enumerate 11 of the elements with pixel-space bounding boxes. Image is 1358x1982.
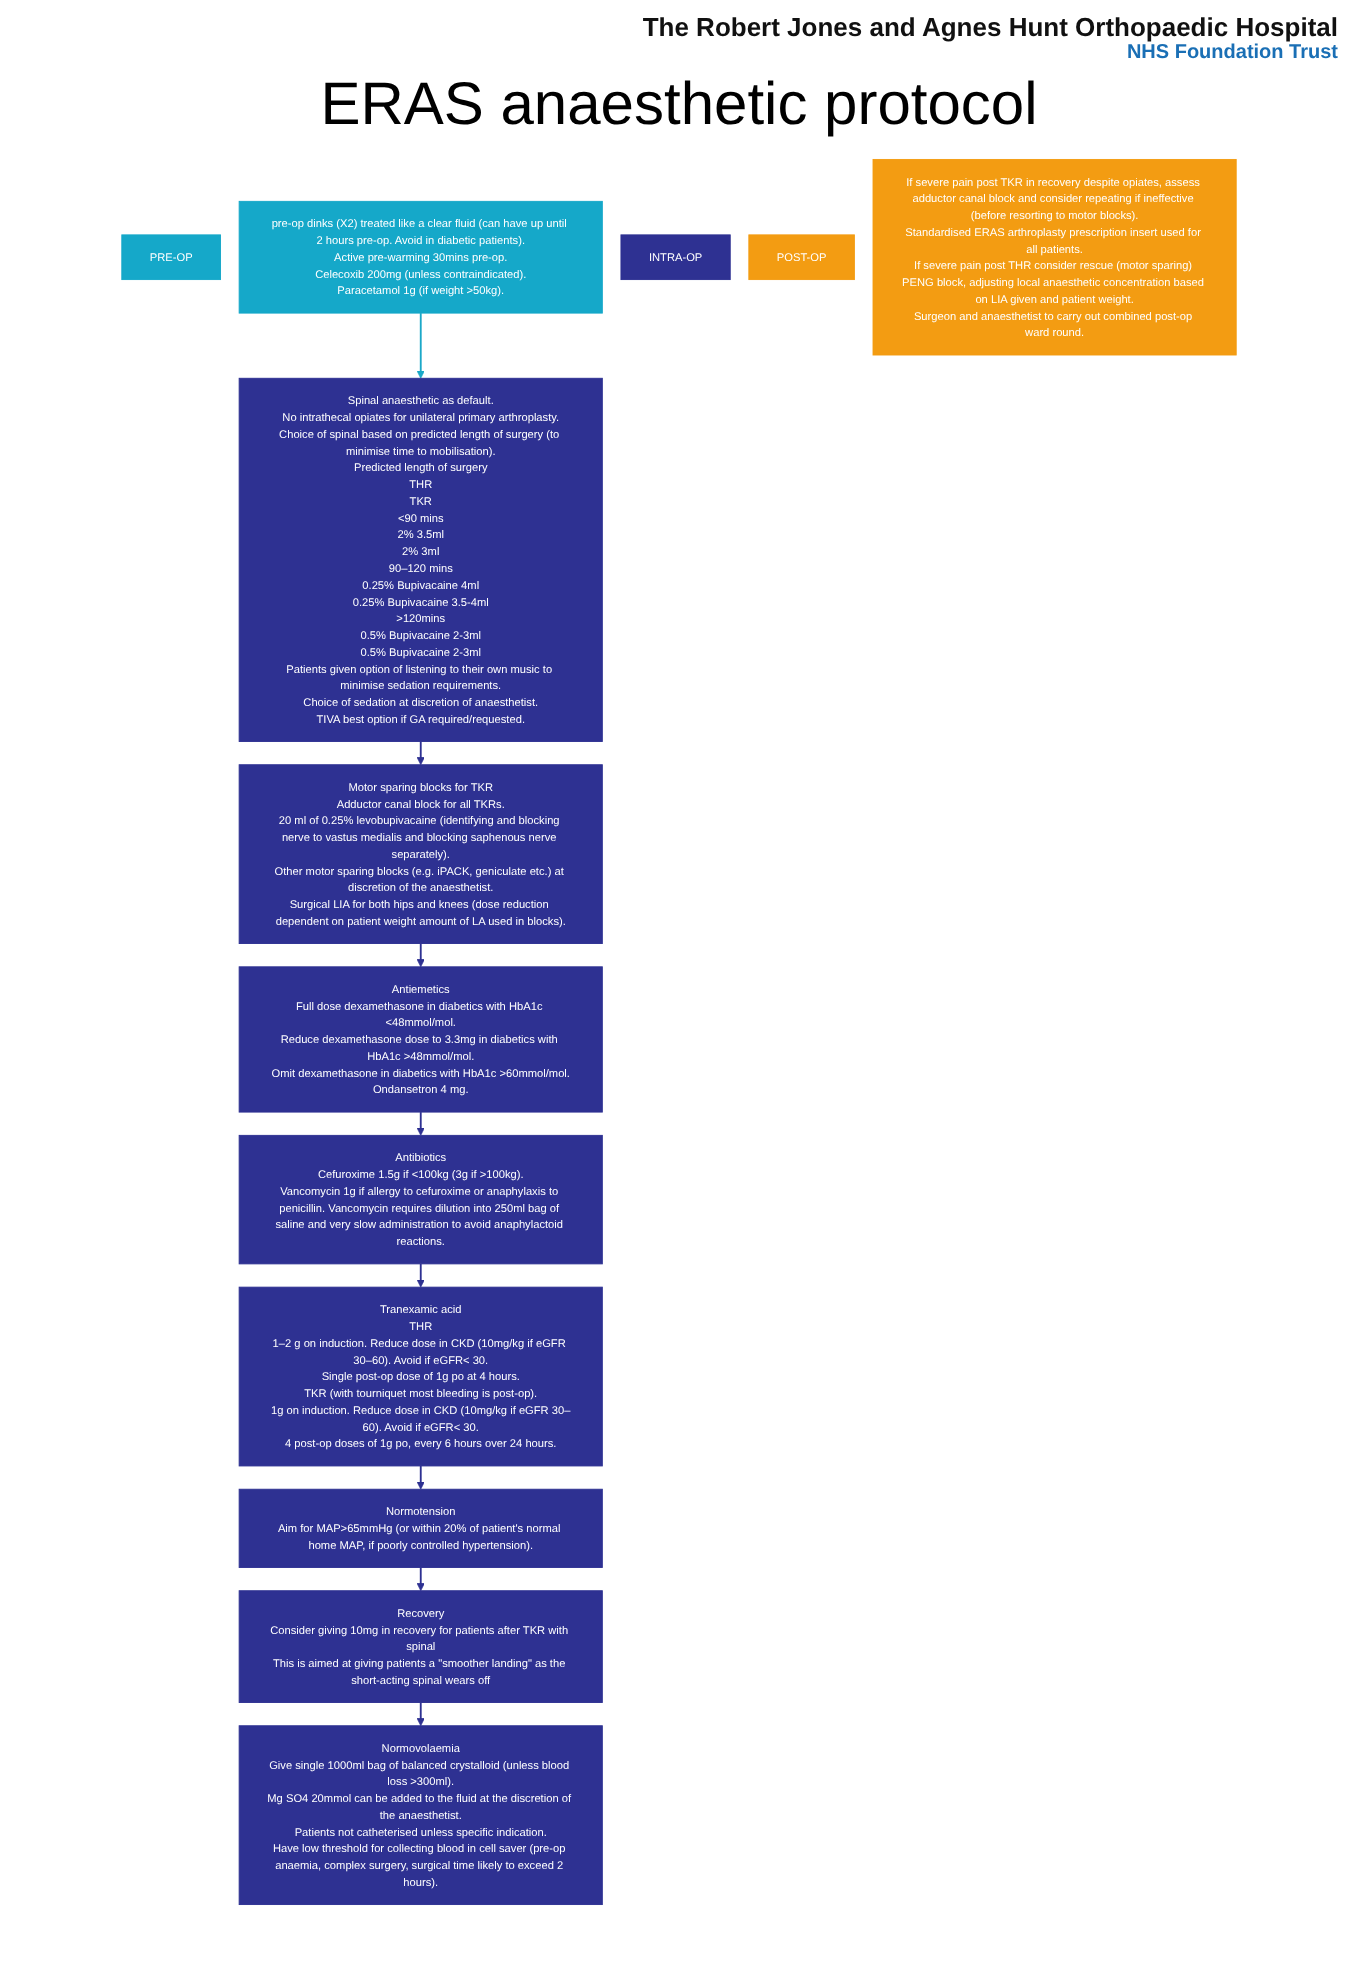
arrow — [416, 1465, 425, 1490]
arrow — [416, 312, 425, 379]
arrow — [416, 1262, 425, 1288]
arrow — [416, 1111, 425, 1136]
title: ERAS anaesthetic protocol — [318, 72, 1040, 140]
hospital-name: The Robert Jones and Agnes Hunt Orthopaedic Hospital — [642, 12, 1338, 42]
arrow — [416, 942, 425, 968]
trust-name: NHS Foundation Trust — [1126, 42, 1338, 64]
arrow — [416, 1701, 425, 1727]
arrow — [416, 740, 425, 766]
arrow — [416, 1566, 425, 1592]
